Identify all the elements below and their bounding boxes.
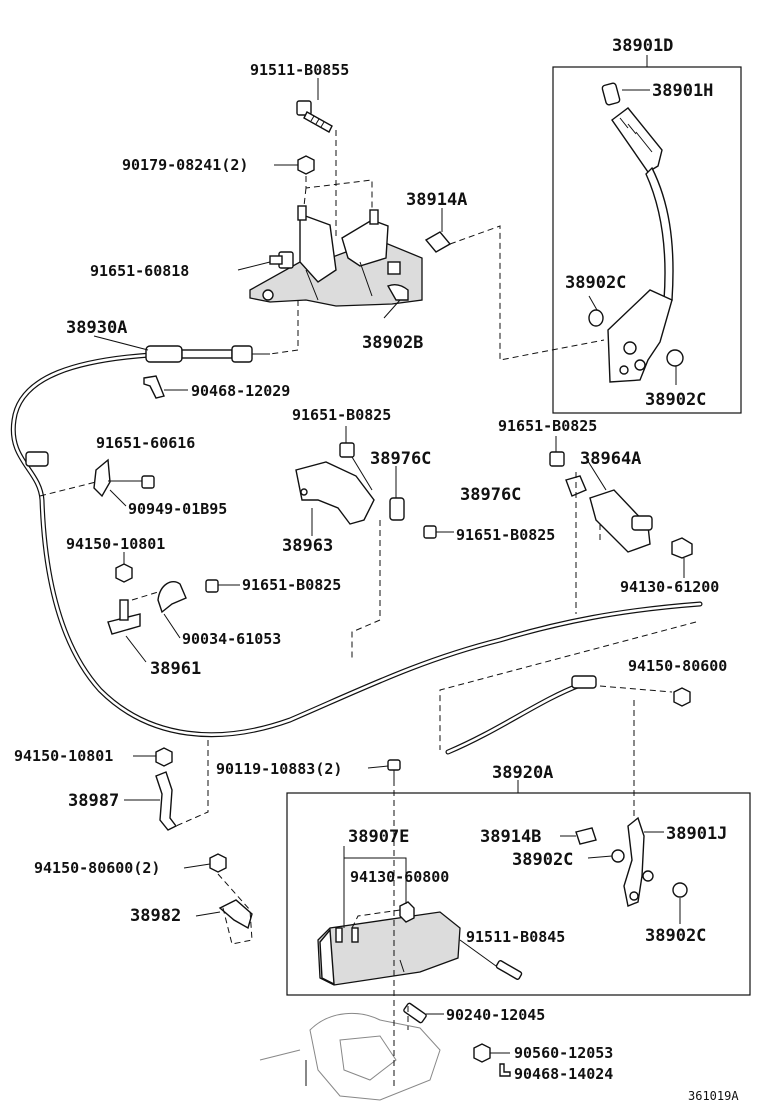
bracket-38961 xyxy=(107,563,141,635)
label-38901H: 38901H xyxy=(652,81,713,101)
label-38901J: 38901J xyxy=(666,824,727,844)
label-91651-60818: 91651-60818 xyxy=(90,262,189,280)
label-38902C-upper: 38902C xyxy=(565,273,626,293)
label-91651-B0825-c: 91651-B0825 xyxy=(456,526,555,544)
label-94150-80600-2: 94150-80600(2) xyxy=(34,859,160,877)
label-38976C-a: 38976C xyxy=(370,449,431,469)
label-90034-61053: 90034-61053 xyxy=(182,630,281,648)
label-38930A: 38930A xyxy=(66,318,127,338)
label-91651-B0825-d: 91651-B0825 xyxy=(242,576,341,594)
figure-id: 361019A xyxy=(688,1089,739,1103)
label-38902C-lower: 38902C xyxy=(512,850,573,870)
nut-94150-10801-b xyxy=(155,747,173,767)
lever-cap-38901H xyxy=(601,82,650,106)
label-38964A: 38964A xyxy=(580,449,641,469)
label-38901D: 38901D xyxy=(612,36,673,56)
shift-bracket-38902B xyxy=(249,205,423,307)
label-38902C-upper2: 38902C xyxy=(645,390,706,410)
label-38976C-b: 38976C xyxy=(460,485,521,505)
lever-grip xyxy=(611,107,674,301)
label-94150-10801-a: 94150-10801 xyxy=(66,535,165,553)
label-94150-10801-b: 94150-10801 xyxy=(14,747,113,765)
clip-90949-01B95 xyxy=(93,458,111,498)
bolt-91651-60818 xyxy=(269,251,294,269)
label-91651-B0825-b: 91651-B0825 xyxy=(498,417,597,435)
transmission-outline xyxy=(259,1012,441,1101)
clip-90468-12029 xyxy=(143,375,165,399)
label-38914B: 38914B xyxy=(480,827,541,847)
bracket-38987 xyxy=(155,771,178,831)
label-91651-60616: 91651-60616 xyxy=(96,434,195,452)
nut-90560-12053 xyxy=(473,1043,491,1063)
bolt-91651-B0825-b xyxy=(549,451,565,467)
nut-90179-08241 xyxy=(297,155,315,175)
label-38987: 38987 xyxy=(68,791,119,811)
bolt-91651-60616 xyxy=(141,475,155,489)
lever-base xyxy=(588,289,684,385)
label-91511-B0845: 91511-B0845 xyxy=(466,928,565,946)
bolt-91511-B0845 xyxy=(495,960,523,980)
clamp-90034-61053 xyxy=(157,581,187,614)
clamp-38982 xyxy=(218,899,253,930)
label-38914A: 38914A xyxy=(406,190,467,210)
label-90240-12045: 90240-12045 xyxy=(446,1006,545,1024)
label-90119-10883: 90119-10883(2) xyxy=(216,760,342,778)
clip-90468-14024 xyxy=(499,1063,511,1077)
label-94130-61200: 94130-61200 xyxy=(620,578,719,596)
bolt-91651-B0825-a xyxy=(339,442,355,458)
bolt-90240-12045 xyxy=(403,1002,427,1024)
nut-94150-80600-2 xyxy=(209,853,227,873)
clamp-38976C xyxy=(389,470,405,521)
label-90468-14024: 90468-14024 xyxy=(514,1065,613,1083)
bracket-38963 xyxy=(295,461,375,536)
label-38907E: 38907E xyxy=(348,827,409,847)
label-38963: 38963 xyxy=(282,536,333,556)
label-90949-01B95: 90949-01B95 xyxy=(128,500,227,518)
lower-cable xyxy=(445,675,691,755)
label-38920A: 38920A xyxy=(492,763,553,783)
label-91511-B0855: 91511-B0855 xyxy=(250,61,349,79)
bracket-38964A xyxy=(565,475,693,559)
part-labels: 38901D 38901H 91511-B0855 90179-08241(2)… xyxy=(14,36,739,1103)
label-94130-60800: 94130-60800 xyxy=(350,868,449,886)
shift-cable-38930A xyxy=(10,345,703,738)
bolt-91651-B0825-c xyxy=(423,525,437,539)
label-38961: 38961 xyxy=(150,659,201,679)
label-94150-80600: 94150-80600 xyxy=(628,657,727,675)
leader-lines xyxy=(39,78,697,1090)
housing-38907E xyxy=(317,901,461,986)
label-90560-12053: 90560-12053 xyxy=(514,1044,613,1062)
bolt-91651-B0825-d xyxy=(205,579,219,593)
lever-arm-38901J xyxy=(575,816,688,907)
label-90179-08241: 90179-08241(2) xyxy=(122,156,248,174)
collar-38914A xyxy=(424,231,452,253)
label-91651-B0825-a: 91651-B0825 xyxy=(292,406,391,424)
label-38982: 38982 xyxy=(130,906,181,926)
label-38902B: 38902B xyxy=(362,333,423,353)
label-38902C-lower2: 38902C xyxy=(645,926,706,946)
label-90468-12029: 90468-12029 xyxy=(191,382,290,400)
screw-90119-10883 xyxy=(387,759,401,780)
bolt-91511-B0855 xyxy=(296,100,333,133)
